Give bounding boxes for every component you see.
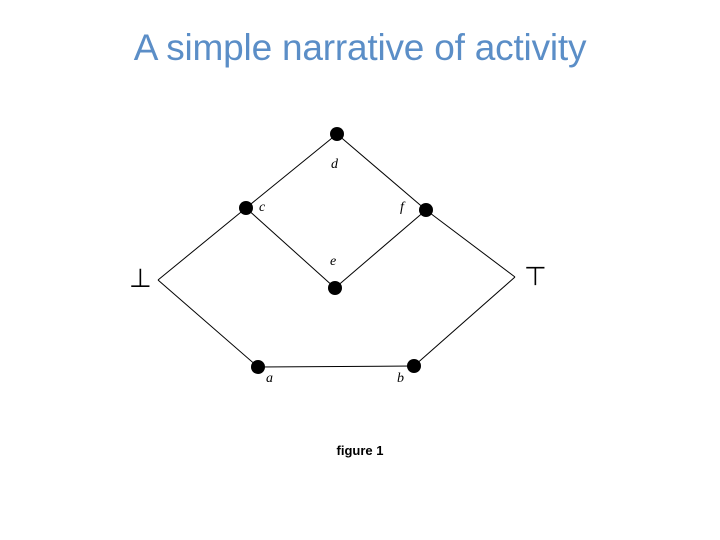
graph-nodes: [239, 127, 433, 374]
edge-d-f: [336, 133, 427, 211]
node-label-d: d: [331, 157, 338, 172]
node-c[interactable]: [239, 201, 253, 215]
node-label-b: b: [397, 371, 404, 386]
page-title: A simple narrative of activity: [133, 27, 587, 68]
edge-bottom-c: [157, 207, 247, 281]
edge-bottom-a: [157, 279, 259, 368]
down-tack-icon: ⊤: [524, 262, 547, 292]
node-label-e: e: [330, 254, 337, 269]
edge-c-d: [245, 133, 338, 209]
node-label-f: f: [400, 200, 404, 215]
graph-edges: [157, 133, 516, 368]
up-tack-icon: ⊥: [129, 264, 152, 294]
figure-caption: figure 1: [336, 443, 384, 458]
node-b[interactable]: [407, 359, 421, 373]
node-a[interactable]: [251, 360, 265, 374]
node-d[interactable]: [330, 127, 344, 141]
node-e[interactable]: [328, 281, 342, 295]
edge-c-e: [245, 207, 336, 289]
node-label-a: a: [266, 371, 273, 386]
edge-e-f: [334, 209, 427, 289]
node-label-c: c: [259, 200, 266, 215]
edge-a-b: [257, 365, 415, 368]
node-f[interactable]: [419, 203, 433, 217]
edge-f-top: [425, 209, 516, 278]
edge-b-top: [413, 276, 516, 367]
